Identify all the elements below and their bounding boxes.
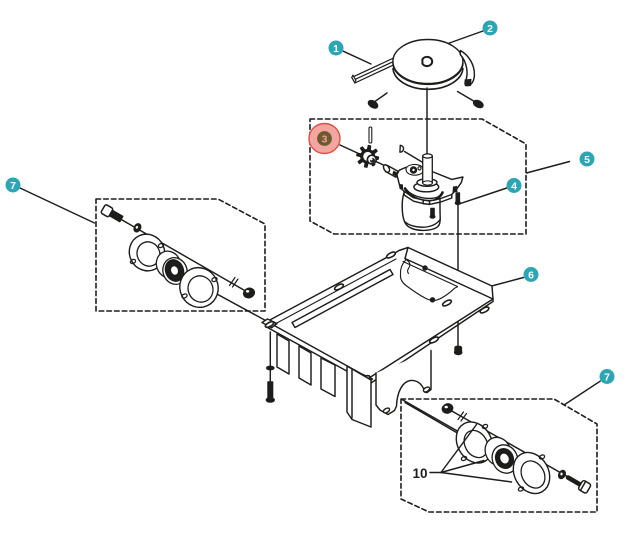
svg-text:4: 4 xyxy=(511,180,517,192)
svg-text:7: 7 xyxy=(604,371,610,383)
svg-text:2: 2 xyxy=(487,23,493,35)
svg-text:5: 5 xyxy=(584,154,590,166)
svg-text:3: 3 xyxy=(322,133,328,145)
svg-text:6: 6 xyxy=(528,269,534,281)
svg-text:1: 1 xyxy=(333,43,339,55)
svg-text:7: 7 xyxy=(10,180,16,192)
svg-text:10: 10 xyxy=(412,466,427,481)
